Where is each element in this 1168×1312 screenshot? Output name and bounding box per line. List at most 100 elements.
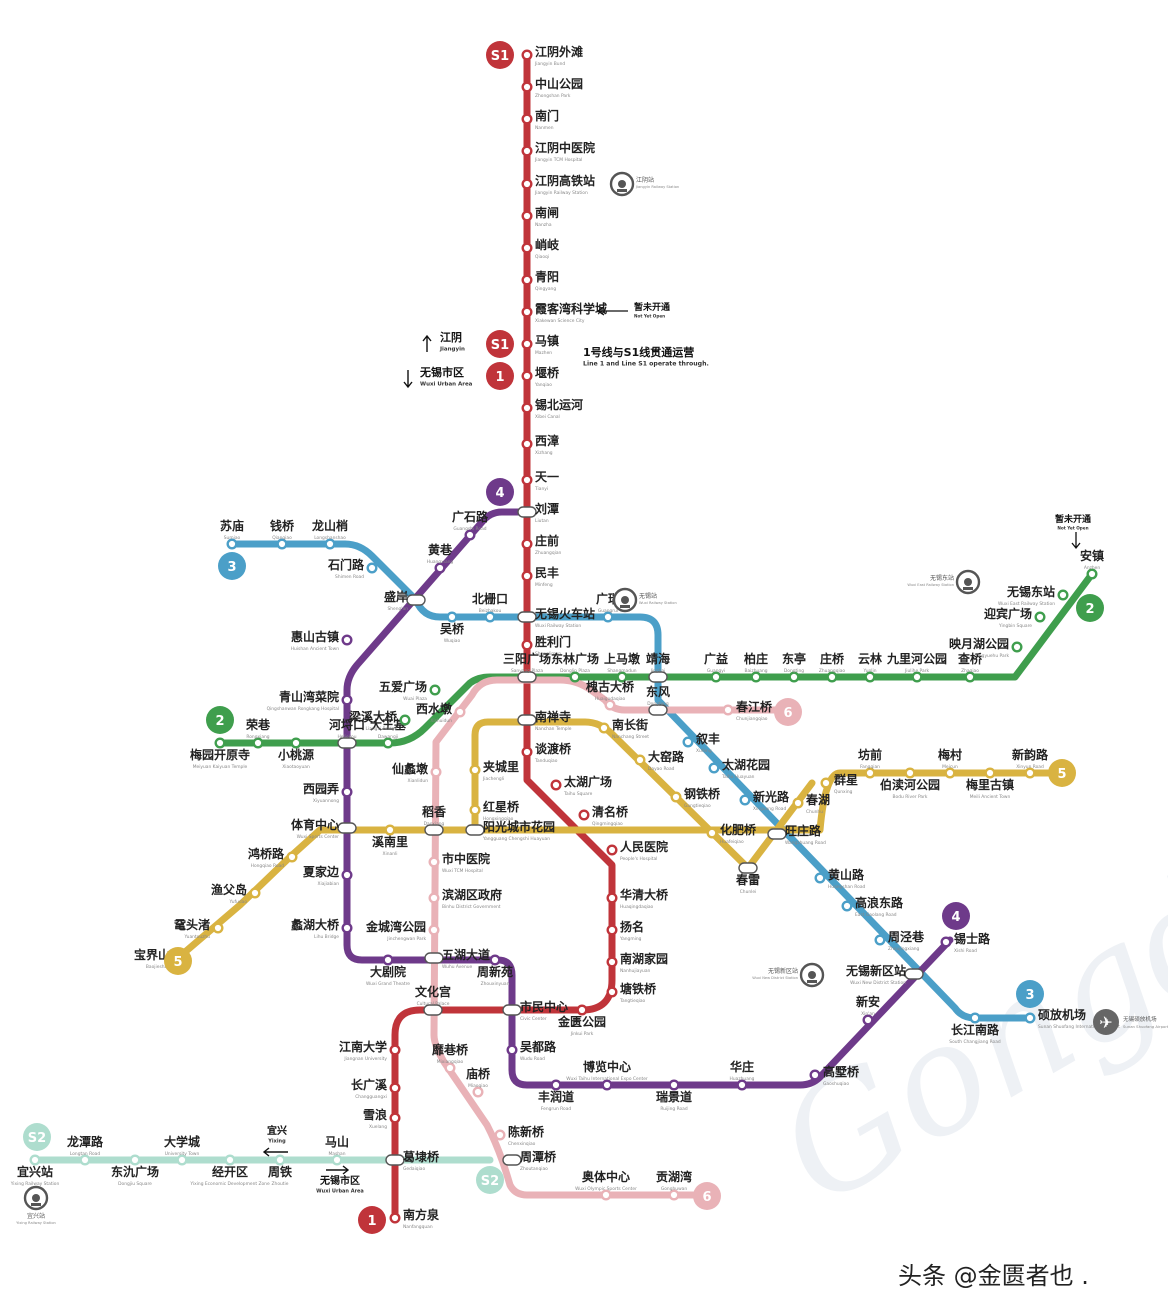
line-badge-s1[interactable]: S1 (486, 41, 514, 69)
line-badge-2[interactable]: 2 (1076, 594, 1104, 622)
line-badge-6[interactable]: 6 (774, 698, 802, 726)
line-badge-4[interactable]: 4 (486, 478, 514, 506)
line-badge-5[interactable]: 5 (1048, 759, 1076, 787)
line-badge-1[interactable]: 1 (358, 1206, 386, 1234)
line-badge-s2[interactable]: S2 (23, 1123, 51, 1151)
line-badge-4[interactable]: 4 (942, 902, 970, 930)
line-badge-1[interactable]: 1 (486, 362, 514, 390)
